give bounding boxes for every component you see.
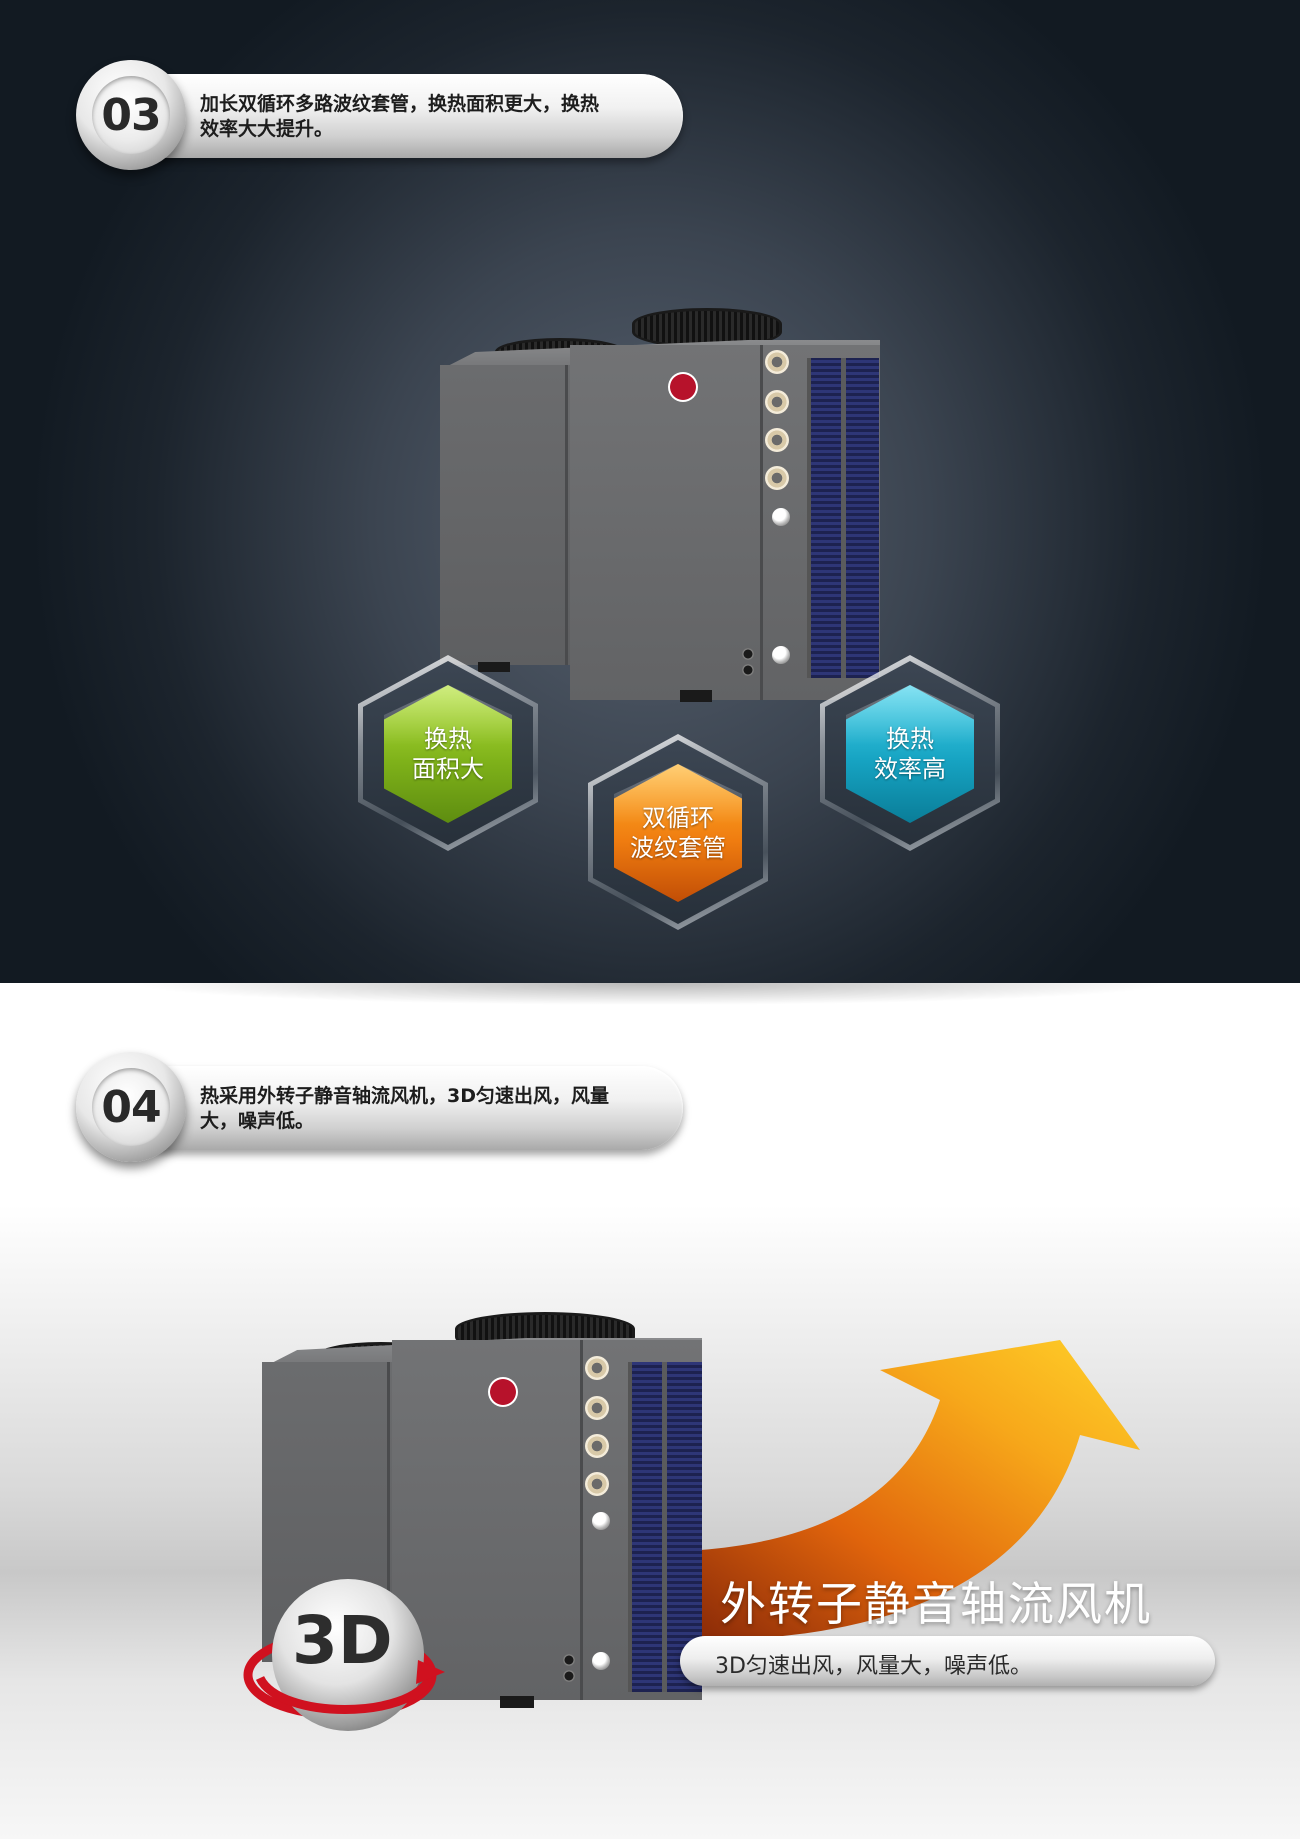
pipe-port-icon [592, 1652, 610, 1670]
pipe-port-icon [772, 646, 790, 664]
3d-badge-label: 3D [292, 1602, 393, 1679]
description-line-2: 大，噪声低。 [200, 1110, 315, 1132]
pipe-port-icon [592, 1512, 610, 1530]
3d-rotation-badge-icon [243, 1579, 445, 1731]
description-line-1: 加长双循环多路波纹套管，换热面积更大，换热 [200, 93, 600, 115]
hex-label: 双循环 波纹套管 [630, 804, 726, 862]
unit-foot [500, 1696, 534, 1708]
pressure-gauge-icon [765, 466, 789, 490]
pressure-gauge-icon [765, 428, 789, 452]
pressure-gauge-icon [585, 1396, 609, 1420]
hex-label: 换热 面积大 [412, 725, 484, 783]
unit-foot [680, 690, 712, 702]
badge-number-circle: 04 [76, 1052, 186, 1162]
drain-port-icon [742, 648, 754, 660]
feature-badge-04: 热采用外转子静音轴流风机，3D匀速出风，风量 大，噪声低。 04 [68, 1052, 683, 1162]
fan-feature-subtitle: 3D匀速出风，风量大，噪声低。 [715, 1654, 1032, 1679]
pressure-gauge-icon [585, 1434, 609, 1458]
pressure-gauge-icon [765, 350, 789, 374]
drain-port-icon [563, 1670, 575, 1682]
brand-logo-icon [668, 372, 698, 402]
drain-port-icon [563, 1654, 575, 1666]
section-divider-shadow [0, 983, 1300, 1043]
panel-seam [387, 1362, 390, 1662]
unit-foot [478, 662, 510, 672]
badge-description: 加长双循环多路波纹套管，换热面积更大，换热 效率大大提升。 [200, 92, 670, 142]
airflow-arrow-icon [700, 1340, 1140, 1640]
fan-feature-title: 外转子静音轴流风机 [720, 1577, 1152, 1631]
feature-badge-03: 加长双循环多路波纹套管，换热面积更大，换热 效率大大提升。 03 [68, 60, 683, 170]
pressure-gauge-icon [765, 390, 789, 414]
badge-number: 03 [92, 76, 170, 154]
description-line-1: 热采用外转子静音轴流风机，3D匀速出风，风量 [200, 1085, 609, 1107]
badge-number: 04 [92, 1068, 170, 1146]
badge-description: 热采用外转子静音轴流风机，3D匀速出风，风量 大，噪声低。 [200, 1084, 670, 1134]
coil-grille [807, 358, 879, 678]
hex-badge-tube: 双循环 波纹套管 [588, 734, 768, 930]
hex-badge-area: 换热 面积大 [358, 655, 538, 851]
badge-pill [128, 1066, 683, 1150]
section-03: 加长双循环多路波纹套管，换热面积更大，换热 效率大大提升。 03 [0, 0, 1300, 983]
pipe-port-icon [772, 508, 790, 526]
fan-subtitle-pill [680, 1636, 1215, 1686]
pressure-gauge-icon [585, 1356, 609, 1380]
hex-label: 换热 效率高 [874, 725, 946, 783]
unit-left-panel [440, 365, 570, 665]
panel-seam [760, 345, 763, 700]
hex-badge-efficiency: 换热 效率高 [820, 655, 1000, 851]
panel-seam [580, 1340, 583, 1700]
badge-number-circle: 03 [76, 60, 186, 170]
description-line-2: 效率大大提升。 [200, 118, 334, 140]
brand-logo-icon [488, 1377, 518, 1407]
badge-pill [128, 74, 683, 158]
panel-seam [565, 365, 568, 665]
drain-port-icon [742, 664, 754, 676]
pressure-gauge-icon [585, 1472, 609, 1496]
coil-grille [628, 1362, 702, 1692]
hex-core-green [384, 685, 512, 823]
